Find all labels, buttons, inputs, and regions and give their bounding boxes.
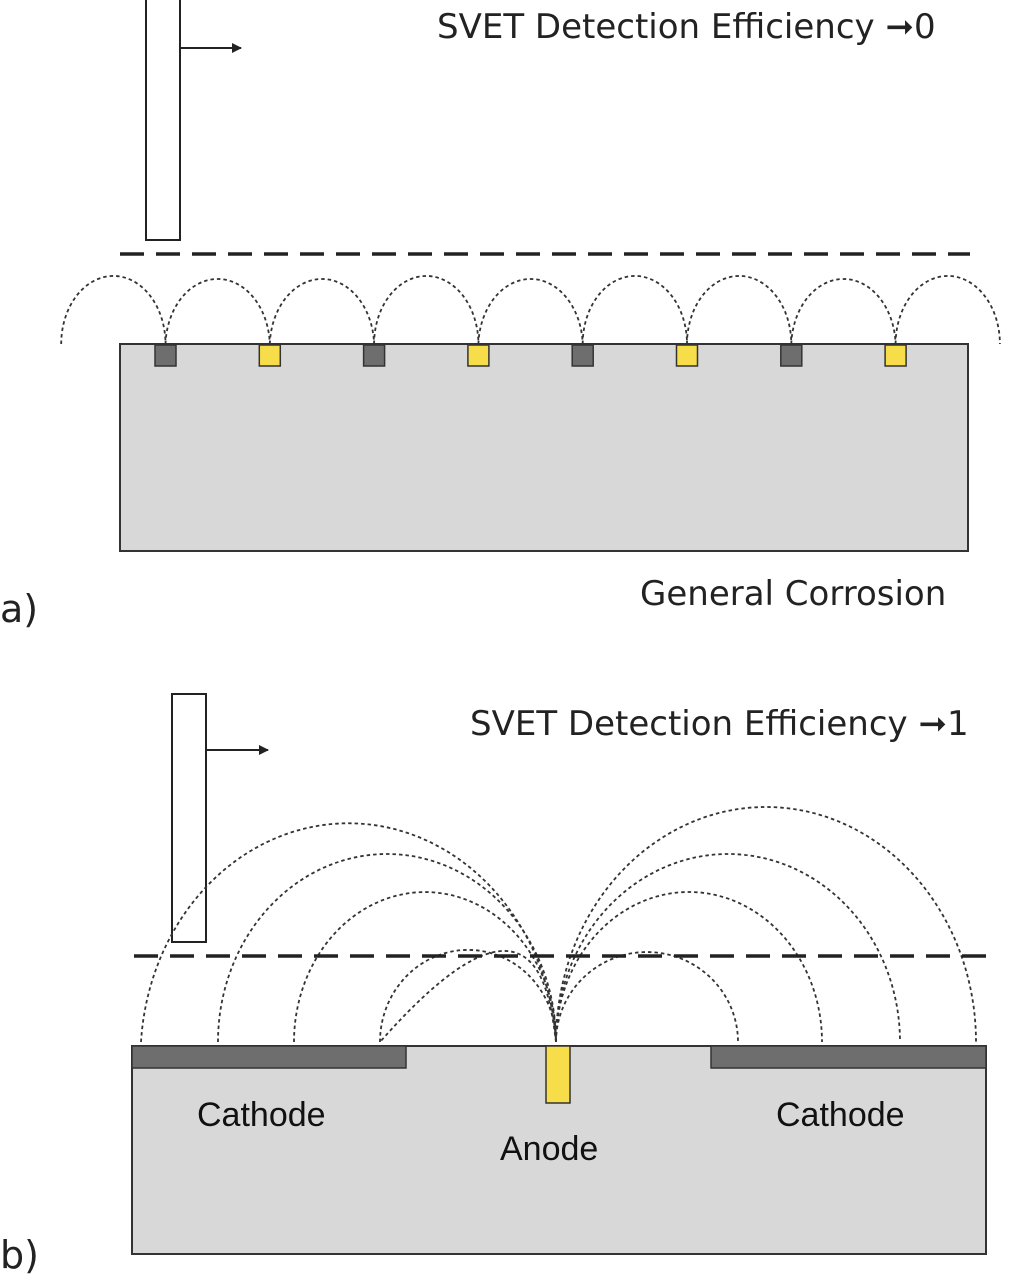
panel-label-b: b) [0, 1233, 39, 1277]
cathode-site [154, 344, 177, 367]
panel-label-a: a) [0, 587, 38, 631]
field-line [217, 853, 557, 1043]
efficiency-label-b: SVET Detection Efficiency ➞1 [470, 704, 969, 744]
anode-site [884, 344, 907, 367]
cathode-site [571, 344, 594, 367]
efficiency-label-a: SVET Detection Efficiency ➞0 [437, 7, 936, 47]
general-corrosion-caption: General Corrosion [640, 574, 946, 614]
field-line [555, 853, 901, 1043]
panel-b: SVET Detection Efficiency ➞1 Cathode Ano… [0, 693, 990, 1277]
cathode-strip-left [131, 1045, 407, 1069]
anode-site [258, 344, 282, 367]
field-line [268, 278, 375, 345]
cathode-site [362, 344, 386, 367]
field-line [379, 949, 557, 1043]
field-line [555, 806, 977, 1043]
field-line [379, 950, 557, 1043]
field-line [477, 278, 584, 345]
field-line [686, 275, 793, 345]
field-line [373, 275, 480, 345]
anode-site [545, 1045, 571, 1104]
cathode-label-left: Cathode [197, 1096, 326, 1134]
svet-probe-b [171, 693, 207, 943]
anode-site [467, 344, 490, 367]
svet-probe-a [145, 0, 181, 241]
field-line [60, 275, 167, 345]
field-lines-a [60, 275, 1001, 345]
panel-a: SVET Detection Efficiency ➞0 General Cor… [0, 0, 1001, 631]
cathode-site [780, 344, 803, 367]
field-line [293, 891, 557, 1043]
metal-substrate-a [119, 343, 969, 552]
field-line [790, 278, 897, 345]
micro-sites-a [154, 344, 907, 367]
cathode-strip-right [710, 1045, 987, 1069]
field-lines-b [140, 806, 977, 1043]
cathode-label-right: Cathode [776, 1096, 905, 1134]
field-line [581, 275, 688, 345]
anode-site [675, 344, 699, 367]
field-line [140, 822, 557, 1043]
anode-label: Anode [500, 1130, 598, 1168]
field-line [555, 891, 823, 1043]
field-line [894, 275, 1001, 345]
field-line [555, 951, 739, 1043]
field-line [164, 278, 271, 345]
